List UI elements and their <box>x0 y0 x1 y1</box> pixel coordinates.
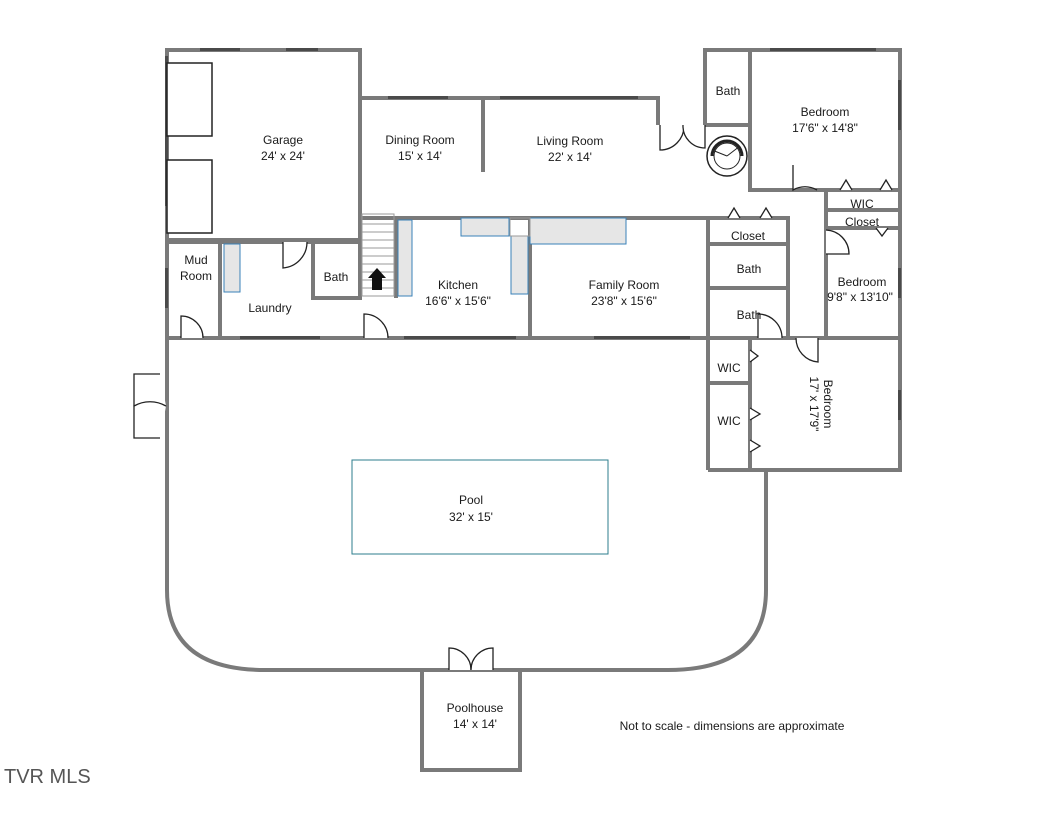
family-cabinet <box>529 217 627 245</box>
pool-label: Pool <box>459 493 483 507</box>
garage-doors <box>166 62 213 234</box>
kitchen-counter-top <box>460 217 510 237</box>
kitchen-dims: 16'6" x 15'6" <box>425 294 491 308</box>
bedroom-3-label: Bedroom <box>821 380 835 429</box>
kitchen-counter-right <box>510 235 529 295</box>
mud-room-label-line2: Room <box>180 269 212 283</box>
bath-laundry-label: Bath <box>324 270 349 284</box>
wic-2-label: WIC <box>717 361 741 375</box>
family-room-dims: 23'8" x 15'6" <box>591 294 657 308</box>
fixtures <box>223 217 627 297</box>
dining-room-label: Dining Room <box>385 133 454 147</box>
pool-outline <box>351 459 609 555</box>
bath-mid-2-label: Bath <box>737 308 762 322</box>
closet-1-label: Closet <box>845 215 880 229</box>
living-room-dims: 22' x 14' <box>548 150 592 164</box>
bath-top-label: Bath <box>716 84 741 98</box>
bedroom-2-label: Bedroom <box>838 275 887 289</box>
laundry-label: Laundry <box>248 301 291 315</box>
closet-2-label: Closet <box>731 229 766 243</box>
stair-arrow-icon <box>368 268 386 290</box>
garage-label: Garage <box>263 133 303 147</box>
bedroom-3-dims: 17' x 17'9" <box>807 377 821 432</box>
wic-1-label: WIC <box>850 197 874 211</box>
mud-room-label-line1: Mud <box>184 253 207 267</box>
wic-3-label: WIC <box>717 414 741 428</box>
pool-dims: 32' x 15' <box>449 510 493 524</box>
poolhouse-dims: 14' x 14' <box>453 717 497 731</box>
kitchen-label: Kitchen <box>438 278 478 292</box>
laundry-counter <box>223 243 241 293</box>
poolhouse-label: Poolhouse <box>447 701 504 715</box>
bedroom-2-dims: 9'8" x 13'10" <box>827 290 893 304</box>
bath-mid-1-label: Bath <box>737 262 762 276</box>
doors <box>133 124 893 671</box>
bedroom-1-dims: 17'6" x 14'8" <box>792 121 858 135</box>
stairs <box>362 223 394 290</box>
bedroom-1-label: Bedroom <box>801 105 850 119</box>
room-labels: Garage 24' x 24' Dining Room 15' x 14' L… <box>180 84 893 731</box>
dining-room-dims: 15' x 14' <box>398 149 442 163</box>
tvr-mls-logo: TVR MLS <box>4 766 91 788</box>
living-room-label: Living Room <box>537 134 604 148</box>
spiral-stair-icon <box>706 135 748 177</box>
kitchen-counter-left <box>397 219 413 297</box>
scale-note: Not to scale - dimensions are approximat… <box>620 719 845 733</box>
family-room-label: Family Room <box>589 278 660 292</box>
garage-dims: 24' x 24' <box>261 149 305 163</box>
